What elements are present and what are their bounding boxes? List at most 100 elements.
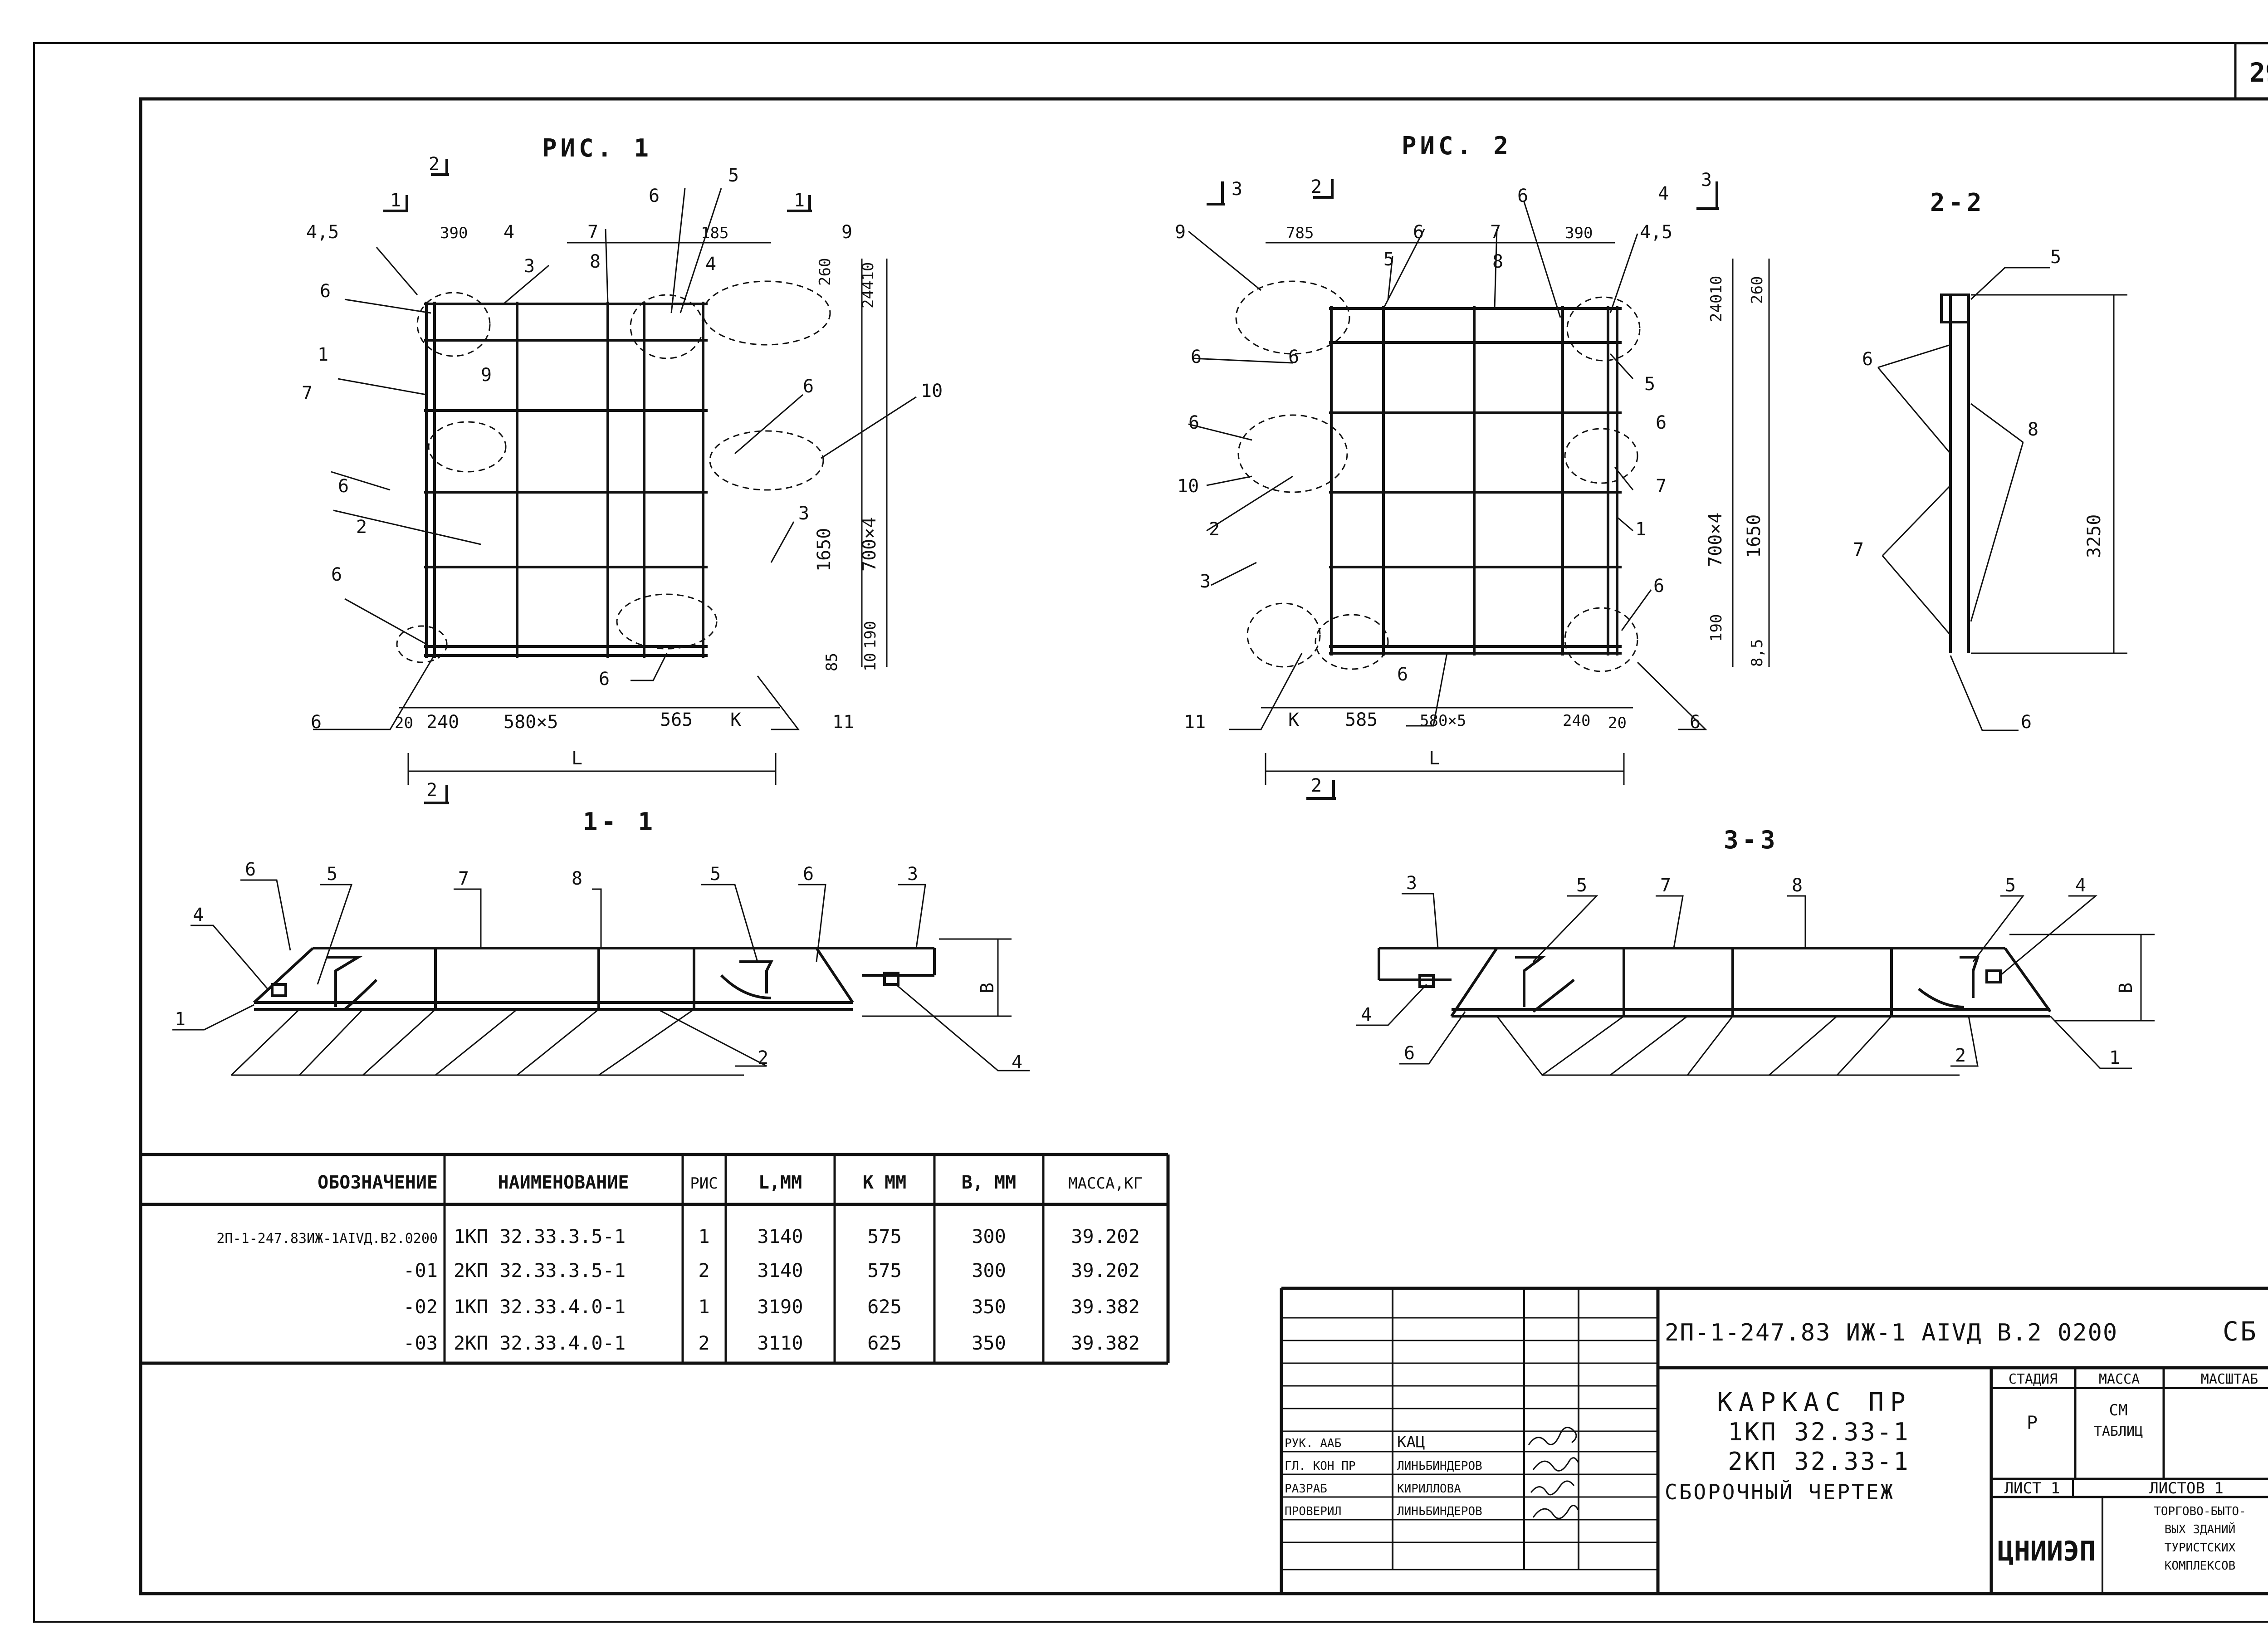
fig1-section-cuts	[383, 159, 812, 804]
section-3-3: 3-3	[1356, 826, 2155, 1076]
sec22-position-label: 6	[2021, 712, 2032, 733]
sec33-position-label: 2	[1955, 1045, 1966, 1066]
fig2-dimension: 390	[1565, 224, 1593, 242]
spec-table: ОБОЗНАЧЕНИЕ НАИМЕНОВАНИЕ РИС L,ММ К ММ В…	[141, 1153, 1170, 1365]
fig1-position-label: 6	[331, 564, 342, 585]
fig1-detail-callouts	[396, 280, 831, 663]
table-cell: 39.382	[1071, 1332, 1140, 1354]
fig1-position-label: 9	[841, 222, 852, 243]
fig1-title: РИС. 1	[542, 134, 652, 162]
sec33-position-label: 8	[1792, 875, 1803, 896]
sec11-dimension: В	[977, 983, 998, 993]
table-cell: 3110	[757, 1332, 803, 1354]
mass-value: ТАБЛИЦ	[2094, 1424, 2143, 1439]
drawing-title: 2КП 32.33-1	[1728, 1447, 1910, 1476]
fig1-position-label: 7	[302, 383, 313, 404]
fig2-position-label: 5	[1383, 249, 1394, 270]
doc-type: СБ	[2223, 1316, 2258, 1347]
table-header-cell: НАИМЕНОВАНИЕ	[498, 1172, 629, 1193]
sec33-dimension: В	[2116, 983, 2136, 993]
fig1-dimension: 10	[861, 653, 880, 671]
fig2-position-label: 9	[1175, 222, 1186, 243]
sec33-position-label: 5	[2005, 875, 2016, 896]
sec33-position-label: 1	[2109, 1047, 2120, 1068]
sheet-number: 29	[2249, 57, 2268, 88]
fig1-position-label: 4	[705, 254, 716, 274]
sec11-position-label: 8	[572, 868, 582, 889]
fig1-dimension: 24410	[859, 262, 877, 308]
table-cell: 625	[867, 1296, 902, 1318]
fig1-position-label: 2	[356, 517, 367, 538]
table-cell: -03	[403, 1332, 438, 1354]
person-name: ЛИНЬБИНДЕРОВ	[1397, 1505, 1482, 1518]
sec33-position-label: 5	[1576, 875, 1587, 896]
person-name: КАЦ	[1397, 1433, 1425, 1451]
table-cell: 39.202	[1071, 1259, 1140, 1282]
drawing-title: 1КП 32.33-1	[1728, 1418, 1910, 1446]
table-row: -02 1КП 32.33.4.0-1 1 3190 625 350 39.38…	[403, 1296, 1140, 1318]
fig1-dimension: 20	[395, 714, 413, 732]
fig2-position-label: 5	[1644, 374, 1655, 395]
fig1-cut-label: 2	[429, 154, 440, 175]
table-cell: 575	[867, 1259, 902, 1282]
fig1-dimension: 260	[816, 258, 834, 286]
fig2-position-label: 6	[1413, 222, 1424, 243]
fig1-dimension: 185	[701, 224, 728, 242]
section-title: 3-3	[1724, 826, 1779, 854]
fig2-position-label: 6	[1188, 412, 1199, 433]
fig2-dimension-lines	[1261, 242, 1770, 785]
section-title: 1- 1	[583, 807, 656, 836]
mass-value: СМ	[2109, 1401, 2128, 1419]
sec11-position-label: 5	[710, 864, 721, 885]
sec11-position-label: 4	[193, 905, 204, 925]
fig1-dimension: 190	[861, 621, 880, 649]
table-header-cell: В, ММ	[962, 1172, 1016, 1193]
sec11-position-label: 1	[175, 1009, 186, 1030]
fig2-cut-label: 3	[1232, 179, 1242, 200]
person-name: КИРИЛЛОВА	[1397, 1482, 1461, 1496]
fig2-cut-label: 2	[1311, 775, 1322, 796]
sec11-position-label: 6	[245, 859, 256, 880]
signatures	[1528, 1427, 1579, 1519]
section-1-1: 1- 1	[172, 807, 1030, 1076]
table-cell: 300	[972, 1225, 1006, 1248]
fig2-position-label: 4	[1658, 183, 1669, 204]
signature-mark	[1530, 1480, 1575, 1496]
table-row: -03 2КП 32.33.4.0-1 2 3110 625 350 39.38…	[403, 1332, 1140, 1354]
role-label: ГЛ. КОН ПР	[1285, 1459, 1356, 1473]
sec11-position-label: 5	[327, 864, 337, 885]
sheet-label: ЛИСТ 1	[2004, 1479, 2060, 1497]
sec22-position-label: 5	[2050, 247, 2061, 268]
fig1-position-label: 6	[803, 376, 814, 397]
fig2-detail-callouts	[1235, 280, 1641, 672]
fig2-dimension: 24010	[1707, 276, 1725, 322]
sec22-position-label: 7	[1853, 539, 1864, 560]
table-cell: 1	[698, 1225, 709, 1248]
sec11-position-label: 2	[758, 1047, 768, 1068]
fig2-section-cuts	[1207, 179, 1719, 800]
table-header-cell: К ММ	[863, 1172, 906, 1193]
fig1-cut-label: 1	[390, 190, 401, 211]
fig1-position-label: 6	[599, 669, 610, 690]
fig1-dimension: 565	[660, 709, 693, 730]
fig1-dimension-lines	[399, 242, 888, 785]
fig1-position-label: 10	[921, 381, 943, 401]
table-cell: 2П-1-247.83ИЖ-1АIVД.В2.0200	[216, 1231, 438, 1247]
sec33-position-label: 6	[1404, 1043, 1415, 1064]
fig2-dimension: 580×5	[1420, 712, 1466, 730]
fig1-dimension: 390	[440, 224, 468, 242]
fig2-dimension: 700×4	[1705, 513, 1726, 567]
fig2-position-label: 6	[1191, 347, 1202, 367]
fig1-position-label: 3	[798, 503, 809, 524]
sec33-position-label: 3	[1406, 873, 1417, 894]
fig1-position-label: 8	[590, 251, 601, 272]
fig2-dimension: 190	[1707, 614, 1725, 642]
fig1-position-label: 6	[311, 712, 322, 733]
fig1-position-label: 3	[524, 256, 535, 277]
signature-mark	[1532, 1505, 1579, 1519]
table-cell: 39.382	[1071, 1296, 1140, 1318]
sec11-position-label: 7	[458, 868, 469, 889]
table-cell: 39.202	[1071, 1225, 1140, 1248]
fig2-plan: РИС. 2	[1175, 132, 1770, 800]
stage-header: СТАДИЯ	[2009, 1371, 2058, 1387]
